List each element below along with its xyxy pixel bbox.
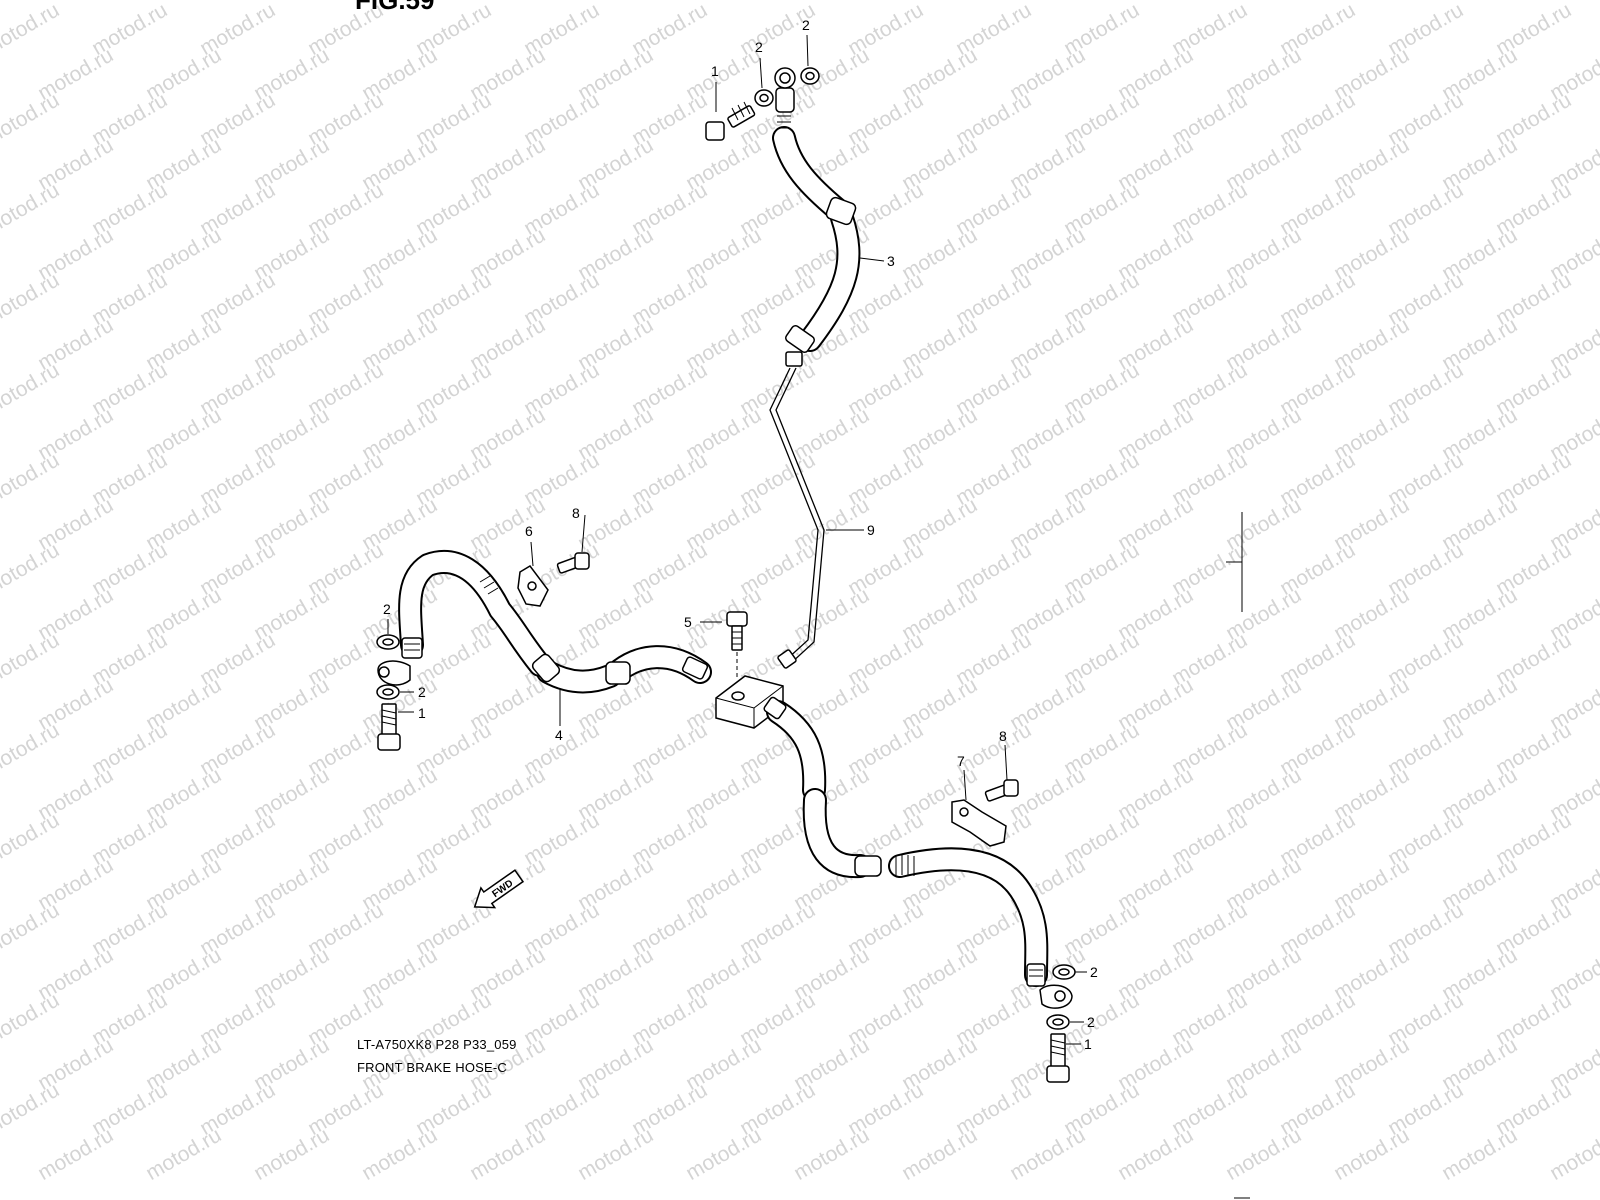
clamp-left	[517, 565, 549, 607]
bolt-right	[1046, 1033, 1070, 1083]
model-code-caption: LT-A750XK8 P28 P33_059	[357, 1037, 517, 1052]
callout-clamp-right: 7	[957, 753, 965, 769]
washer-top-b	[800, 67, 820, 85]
callout-clamp-left-bolt: 8	[572, 505, 580, 521]
callout-clamp-right-bolt: 8	[999, 728, 1007, 744]
callout-brake-pipe: 9	[867, 522, 875, 538]
left-brake-hose	[377, 550, 712, 694]
joint-bolt	[726, 611, 748, 678]
diagram-caption: FRONT BRAKE HOSE-C	[357, 1060, 507, 1075]
brake-pipe	[769, 367, 825, 669]
callout-washer-left-b: 2	[418, 684, 426, 700]
washer-left-a	[376, 634, 400, 650]
callout-leaders	[387, 34, 1087, 1045]
callout-bolt-left: 1	[418, 705, 426, 721]
callout-bolt-top: 1	[711, 63, 719, 79]
callout-washer-right-b: 2	[1087, 1014, 1095, 1030]
callout-left-hose: 4	[555, 727, 563, 743]
right-brake-hose	[763, 696, 1073, 1009]
callout-clamp-left: 6	[525, 523, 533, 539]
edge-marker	[1226, 512, 1250, 1199]
callout-upper-hose: 3	[887, 253, 895, 269]
callout-joint-bolt: 5	[684, 614, 692, 630]
clamp-right-bolt	[984, 779, 1019, 802]
washer-right-a	[1052, 964, 1076, 980]
clamp-right	[951, 799, 1007, 847]
washer-top-a	[754, 89, 774, 107]
callout-washer-right-a: 2	[1090, 964, 1098, 980]
figure-title: FIG.59	[355, 0, 434, 15]
callout-bolt-right: 1	[1084, 1036, 1092, 1052]
brake-joint-block	[715, 675, 784, 729]
callout-washer-left-a: 2	[383, 601, 391, 617]
washer-left-b	[376, 684, 400, 700]
callout-washer-top-a: 2	[755, 39, 763, 55]
clamp-left-bolt	[556, 552, 590, 574]
upper-brake-hose	[772, 67, 861, 367]
fwd-direction-arrow: FWD	[473, 869, 524, 909]
washer-right-b	[1046, 1014, 1070, 1030]
bolt-top	[705, 101, 756, 141]
bolt-left	[377, 703, 401, 751]
callout-washer-top-b: 2	[802, 17, 810, 33]
